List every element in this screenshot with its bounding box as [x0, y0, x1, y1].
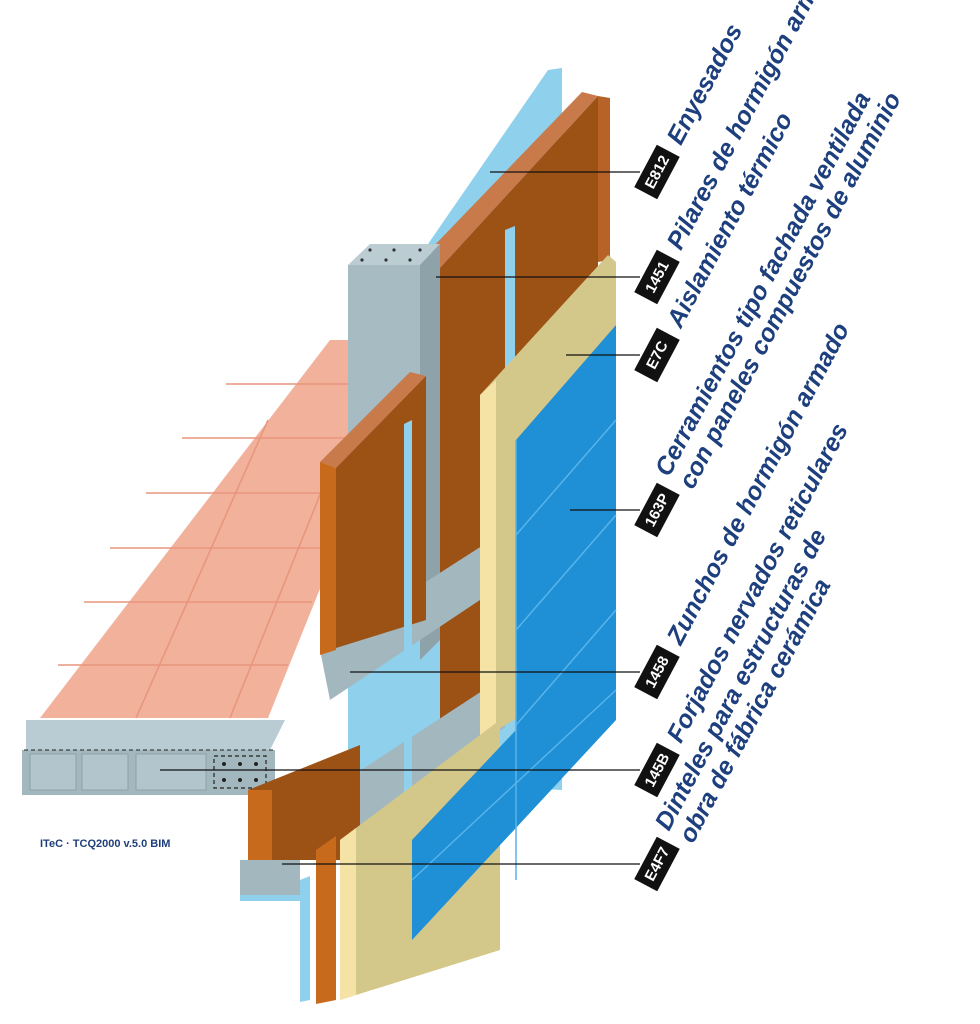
panel-joints [411, 419, 617, 881]
floor-tile-grid [58, 383, 400, 719]
slab-top-edge [26, 720, 285, 750]
code-badge [634, 644, 680, 700]
leader-lines [160, 171, 640, 865]
code-badge [634, 482, 680, 538]
lintel-brick-face [248, 790, 272, 860]
front-brick-leaf [240, 372, 426, 901]
code-badge [634, 742, 680, 798]
slab-cell-2 [81, 753, 129, 791]
code-badge [634, 836, 680, 892]
code-badge [634, 327, 680, 383]
floor-tiles [40, 340, 420, 718]
credit-text: ITeC · TCQ2000 v.5.0 BIM [40, 838, 171, 850]
code-badge [634, 144, 680, 200]
plaster-strip-c [300, 876, 310, 1002]
callout-label: Dinteles para estructuras de [650, 525, 833, 835]
lintel-plaster-edge [240, 895, 300, 901]
lintel-brick [248, 745, 360, 860]
brick-front-top [320, 372, 426, 468]
brick-face-upper-side [598, 96, 610, 262]
insulation-edge-upper [480, 380, 496, 740]
brick-top-upper [430, 92, 598, 268]
slab-cell-3 [135, 753, 207, 791]
code-badge [634, 249, 680, 305]
column-rebar-dots [360, 248, 422, 262]
slab-cell-1 [29, 753, 77, 791]
floor-slab [22, 340, 420, 795]
insulation-edge-lower [340, 828, 356, 1000]
rebar-dots [222, 762, 258, 782]
aluminium-panels [411, 325, 617, 940]
brick-front-face [320, 462, 336, 655]
brick-front-body [336, 376, 426, 648]
lintel-plaster [240, 860, 300, 895]
brick-lower-strip [316, 836, 336, 1004]
